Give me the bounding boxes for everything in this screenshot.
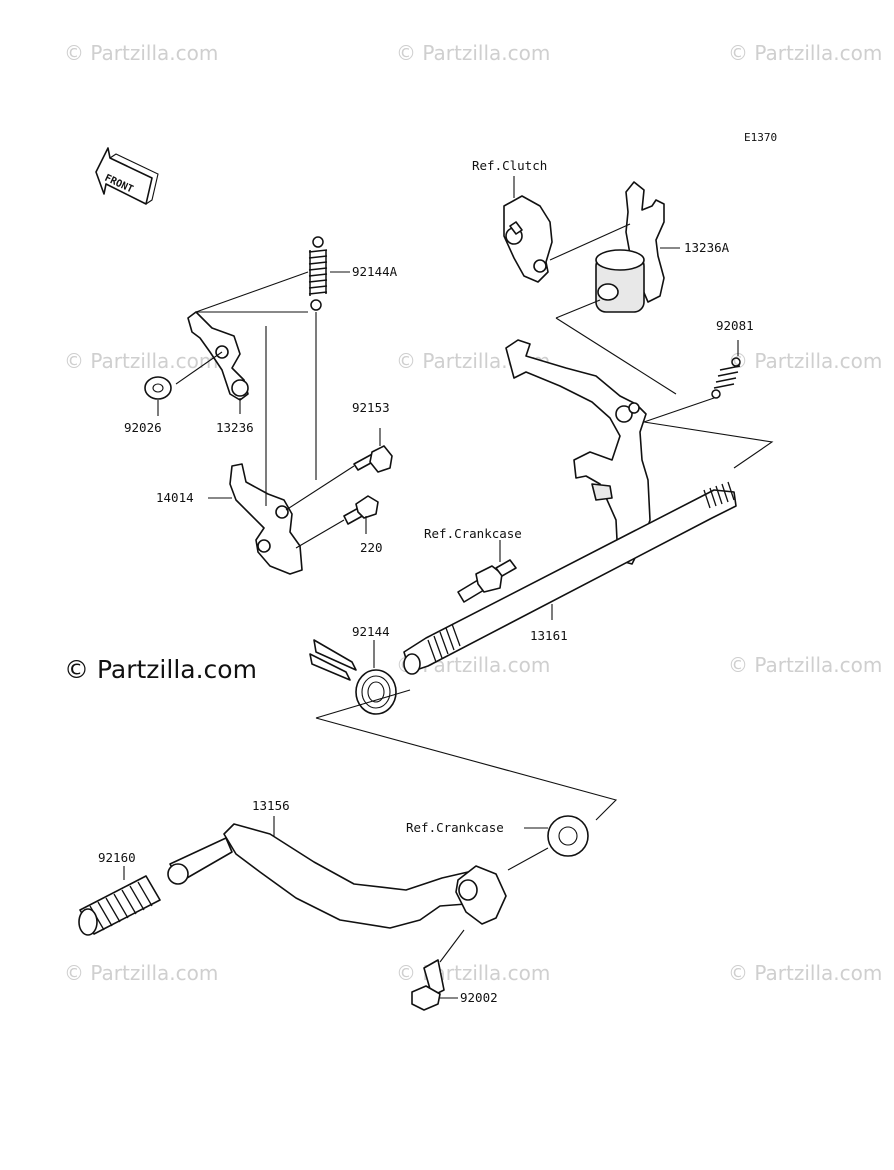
watermark: © Partzilla.com — [728, 41, 882, 65]
watermark-layer: © Partzilla.com © Partzilla.com © Partzi… — [64, 41, 882, 985]
watermark: © Partzilla.com — [64, 961, 218, 985]
spring-92144a — [308, 236, 328, 311]
part-label-92144a: 92144A — [352, 264, 398, 279]
watermark: © Partzilla.com — [64, 349, 218, 373]
part-label-13156: 13156 — [252, 798, 290, 813]
watermark: © Partzilla.com — [728, 653, 882, 677]
watermark: © Partzilla.com — [396, 41, 550, 65]
watermark: © Partzilla.com — [396, 961, 550, 985]
part-label-13236a: 13236A — [684, 240, 730, 255]
front-arrow-icon: FRONT — [95, 147, 159, 205]
bolt-92153 — [353, 445, 393, 473]
lever-13236a — [595, 181, 665, 313]
shift-pedal-13156 — [167, 823, 507, 929]
arm-13236 — [187, 311, 249, 401]
ref-crankcase-label-1: Ref.Crankcase — [424, 526, 522, 541]
crankcase-washer — [547, 815, 589, 857]
bolt-92002 — [411, 959, 445, 1011]
bolt-220 — [343, 495, 379, 525]
part-label-92081: 92081 — [716, 318, 754, 333]
watermark: © Partzilla.com — [728, 961, 882, 985]
washer-92026 — [144, 376, 172, 400]
ref-clutch-label: Ref.Clutch — [472, 158, 547, 173]
clutch-cam — [503, 195, 553, 283]
part-label-220: 220 — [360, 540, 383, 555]
part-label-92160: 92160 — [98, 850, 136, 865]
part-label-92026: 92026 — [124, 420, 162, 435]
plate-14014 — [229, 463, 303, 575]
part-label-92144: 92144 — [352, 624, 390, 639]
spring-92081 — [711, 357, 741, 399]
shift-shaft-13161 — [403, 481, 737, 675]
part-label-13236: 13236 — [216, 420, 254, 435]
part-label-14014: 14014 — [156, 490, 194, 505]
watermark: © Partzilla.com — [64, 41, 218, 65]
part-label-13161: 13161 — [530, 628, 568, 643]
return-spring-92144 — [309, 639, 397, 715]
watermark: © Partzilla.com — [728, 349, 882, 373]
part-label-92153: 92153 — [352, 400, 390, 415]
crankcase-stud — [457, 559, 517, 603]
rubber-grip-92160 — [78, 875, 161, 936]
part-label-92002: 92002 — [460, 990, 498, 1005]
watermark-main: © Partzilla.com — [64, 655, 257, 684]
diagram-code: E1370 — [744, 131, 777, 144]
shift-arm-assembly — [505, 339, 651, 565]
ref-crankcase-label-2: Ref.Crankcase — [406, 820, 504, 835]
